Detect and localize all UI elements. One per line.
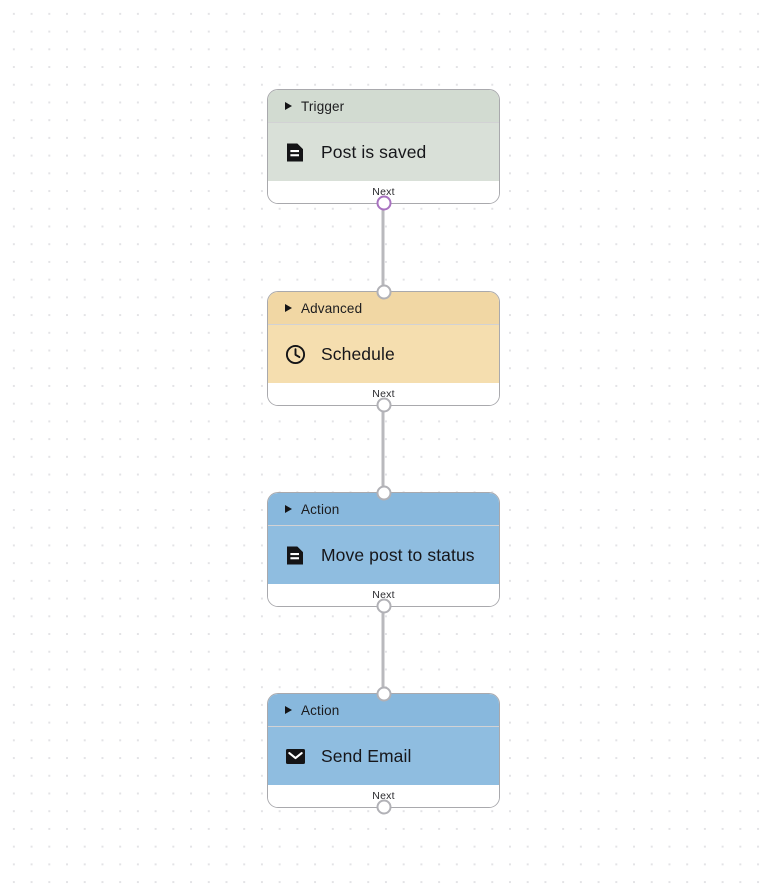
node-title-label: Move post to status [321, 544, 475, 565]
node-title-label: Send Email [321, 745, 412, 766]
node-category-label: Action [301, 501, 340, 517]
workflow-node-advanced-schedule[interactable]: Advanced Schedule Next [267, 284, 500, 413]
document-icon [284, 544, 306, 566]
next-label: Next [372, 388, 395, 400]
node-footer-next[interactable]: Next [268, 383, 499, 405]
node-category-label: Action [301, 702, 340, 718]
connector-advanced-to-move-post[interactable] [381, 394, 385, 492]
output-port-trigger[interactable] [376, 195, 392, 211]
output-port-action-move-post[interactable] [376, 598, 392, 614]
input-port-action-move-post[interactable] [376, 485, 392, 501]
node-inner: Action Move post to status Next [268, 493, 499, 606]
chevron-right-icon[interactable] [285, 102, 292, 110]
node-body-action-send-email[interactable]: Send Email [268, 727, 499, 785]
chevron-right-icon[interactable] [285, 505, 292, 513]
input-port-action-send-email[interactable] [376, 686, 392, 702]
node-body-trigger[interactable]: Post is saved [268, 123, 499, 181]
workflow-node-action-send-email[interactable]: Action Send Email Next [267, 686, 500, 815]
workflow-node-trigger-post-is-saved[interactable]: Trigger Post is saved Next [267, 89, 500, 211]
node-inner: Advanced Schedule Next [268, 292, 499, 405]
node-footer-next[interactable]: Next [268, 181, 499, 203]
envelope-icon [284, 745, 306, 767]
node-divider [268, 726, 499, 727]
node-category-label: Advanced [301, 300, 363, 316]
node-footer-next[interactable]: Next [268, 785, 499, 807]
node-title-label: Post is saved [321, 141, 427, 162]
output-port-advanced[interactable] [376, 397, 392, 413]
node-header-action-move-post[interactable]: Action [268, 493, 499, 525]
node-body-advanced[interactable]: Schedule [268, 325, 499, 383]
node-header-trigger[interactable]: Trigger [268, 90, 499, 122]
node-footer-next[interactable]: Next [268, 584, 499, 606]
chevron-right-icon[interactable] [285, 304, 292, 312]
workflow-node-action-move-post-to-status[interactable]: Action Move post to status Next [267, 485, 500, 614]
node-divider [268, 122, 499, 123]
connector-trigger-to-advanced[interactable] [381, 193, 385, 291]
document-icon [284, 141, 306, 163]
node-divider [268, 324, 499, 325]
clock-icon [284, 343, 306, 365]
chevron-right-icon[interactable] [285, 706, 292, 714]
input-port-advanced[interactable] [376, 284, 392, 300]
next-label: Next [372, 186, 395, 198]
node-category-label: Trigger [301, 98, 345, 114]
connector-move-post-to-send-email[interactable] [381, 595, 385, 693]
node-title-label: Schedule [321, 343, 395, 364]
node-divider [268, 525, 499, 526]
node-inner: Action Send Email Next [268, 694, 499, 807]
output-port-action-send-email[interactable] [376, 799, 392, 815]
node-body-action-move-post[interactable]: Move post to status [268, 526, 499, 584]
next-label: Next [372, 790, 395, 802]
next-label: Next [372, 589, 395, 601]
node-inner: Trigger Post is saved Next [268, 90, 499, 203]
